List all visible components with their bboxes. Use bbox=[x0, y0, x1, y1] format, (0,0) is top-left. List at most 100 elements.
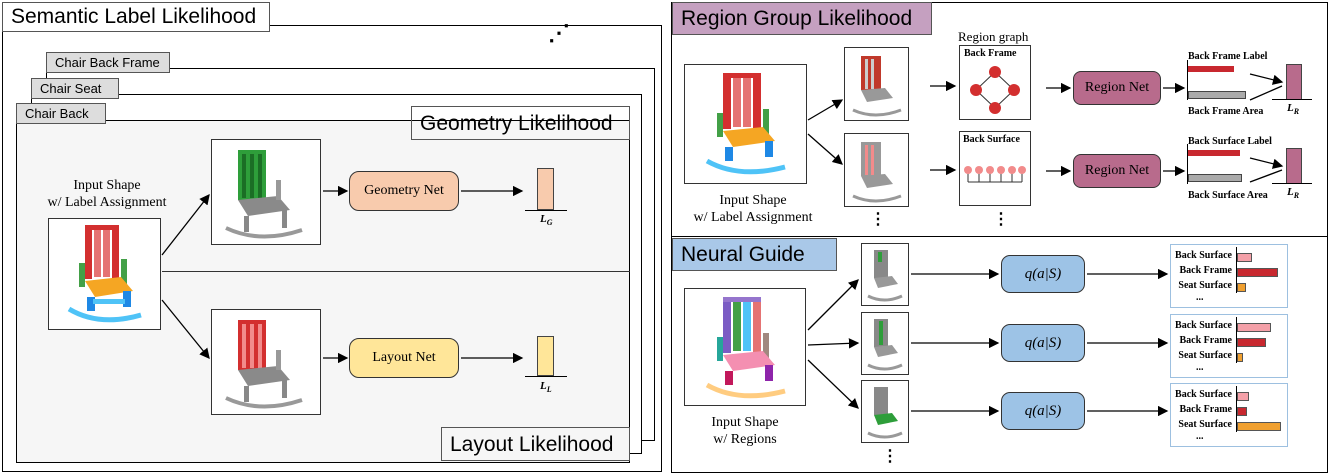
prob-label: Back Frame bbox=[1179, 265, 1233, 276]
lr-label-2-sub: R bbox=[1293, 191, 1300, 201]
guide-input-caption: Input Shape w/ Regions bbox=[690, 414, 800, 448]
prob-axis bbox=[1236, 317, 1237, 363]
region-net-node-1: Region Net bbox=[1073, 71, 1161, 105]
prob-bar bbox=[1237, 407, 1247, 416]
layout-chair-image bbox=[211, 309, 321, 415]
policy-node-1: q(a|S) bbox=[1001, 255, 1085, 293]
lr-baseline-1 bbox=[1272, 99, 1312, 100]
bar-axis-1 bbox=[1187, 60, 1188, 100]
lg-label-sub: G bbox=[546, 218, 553, 228]
region-input-caption-line1: Input Shape bbox=[719, 193, 787, 208]
back-surface-label-text: Back Surface Label bbox=[1188, 136, 1272, 147]
ll-label: LL bbox=[540, 380, 552, 394]
geometry-score-bar bbox=[537, 168, 554, 210]
chair-gray-small-icon-2 bbox=[867, 319, 903, 371]
guide-state-image-3 bbox=[861, 380, 909, 443]
region-back-frame-image bbox=[844, 47, 909, 121]
prob-bar bbox=[1237, 338, 1266, 347]
graph-surface-label: Back Surface bbox=[963, 134, 1020, 145]
back-frame-label-bar bbox=[1188, 66, 1234, 72]
chair-regions-icon bbox=[705, 297, 786, 399]
region-group-title: Region Group Likelihood bbox=[672, 2, 932, 35]
back-frame-area-text: Back Frame Area bbox=[1188, 106, 1264, 117]
graph-box-frame: Back Frame bbox=[959, 45, 1031, 120]
policy-node-2: q(a|S) bbox=[1001, 324, 1085, 362]
region-vdots-1: ⋮ bbox=[870, 211, 886, 228]
prob-bar bbox=[1237, 253, 1252, 262]
prob-axis bbox=[1236, 386, 1237, 432]
lr-bar-2 bbox=[1286, 148, 1302, 184]
region-input-caption-line2: w/ Label Assignment bbox=[693, 210, 813, 225]
geometry-net-node: Geometry Net bbox=[349, 171, 459, 211]
prob-bar bbox=[1237, 422, 1281, 431]
lr-bar-1 bbox=[1286, 64, 1302, 100]
input-caption-line2: w/ Label Assignment bbox=[47, 195, 167, 210]
neural-guide-title: Neural Guide bbox=[672, 238, 837, 271]
prob-label: Back Frame bbox=[1179, 404, 1233, 415]
tab-chair-seat[interactable]: Chair Seat bbox=[31, 78, 119, 99]
lr-label-2: LR bbox=[1287, 186, 1299, 200]
prob-bar bbox=[1237, 323, 1271, 332]
prob-label: Seat Surface bbox=[1178, 350, 1232, 361]
back-frame-label-text: Back Frame Label bbox=[1188, 51, 1268, 62]
prob-label: Back Surface bbox=[1175, 320, 1232, 331]
lg-label-main: L bbox=[540, 213, 547, 225]
graph-box-surface: Back Surface bbox=[959, 131, 1031, 206]
surface-graph-icon bbox=[964, 166, 1026, 183]
prob-bar bbox=[1237, 392, 1249, 401]
back-surface-label-bar bbox=[1188, 150, 1240, 156]
prob-label: Back Surface bbox=[1175, 389, 1232, 400]
prob-label: Seat Surface bbox=[1178, 280, 1232, 291]
policy-label-1: q(a|S) bbox=[1024, 265, 1062, 282]
tab-chair-back-frame[interactable]: Chair Back Frame bbox=[46, 52, 170, 73]
lr-label-1: LR bbox=[1287, 102, 1299, 116]
lr-label-2-main: L bbox=[1287, 186, 1294, 198]
layout-score-bar bbox=[537, 336, 554, 376]
divider-line bbox=[162, 271, 630, 272]
chair-gray-small-icon-1 bbox=[867, 250, 903, 302]
tab-chair-back[interactable]: Chair Back bbox=[16, 103, 106, 124]
bar-axis-2 bbox=[1187, 144, 1188, 184]
prob-more: ... bbox=[1196, 292, 1204, 303]
prob-label: Seat Surface bbox=[1178, 419, 1232, 430]
layout-likelihood-header: Layout Likelihood bbox=[441, 427, 630, 461]
back-surface-area-text: Back Surface Area bbox=[1188, 190, 1268, 201]
region-back-surface-image bbox=[844, 133, 909, 207]
guide-state-image-2 bbox=[861, 312, 909, 375]
guide-vdots: ⋮ bbox=[882, 448, 898, 465]
policy-label-2: q(a|S) bbox=[1024, 334, 1062, 351]
chair-colored-icon bbox=[67, 225, 142, 323]
input-caption-line1: Input Shape bbox=[73, 178, 141, 193]
prob-bar bbox=[1237, 268, 1278, 277]
prob-more: ... bbox=[1196, 362, 1204, 373]
guide-state-image-1 bbox=[861, 243, 909, 306]
guide-input-image bbox=[684, 288, 806, 406]
chair-gray-icon bbox=[852, 56, 902, 117]
chair-colored-icon-2 bbox=[705, 73, 786, 175]
guide-input-caption-line2: w/ Regions bbox=[713, 432, 777, 447]
input-caption: Input Shape w/ Label Assignment bbox=[42, 177, 172, 211]
geometry-likelihood-header: Geometry Likelihood bbox=[411, 106, 630, 140]
frame-graph-icon bbox=[970, 66, 1020, 114]
semantic-label-title: Semantic Label Likelihood bbox=[2, 2, 270, 32]
prob-box-3 bbox=[1170, 383, 1288, 447]
lr-baseline-2 bbox=[1272, 183, 1312, 184]
ll-label-sub: L bbox=[546, 385, 552, 395]
layout-net-node: Layout Net bbox=[349, 338, 459, 378]
policy-label-3: q(a|S) bbox=[1024, 402, 1062, 419]
chair-gray-icon-2 bbox=[852, 142, 902, 203]
geometry-chair-image bbox=[211, 139, 321, 245]
prob-label: Back Frame bbox=[1179, 335, 1233, 346]
layout-score-baseline bbox=[525, 376, 567, 377]
ll-label-main: L bbox=[540, 380, 547, 392]
back-frame-area-bar bbox=[1188, 91, 1246, 99]
guide-input-caption-line1: Input Shape bbox=[711, 415, 779, 430]
region-graph-label: Region graph bbox=[958, 29, 1029, 44]
region-input-image bbox=[684, 64, 807, 184]
input-shape-image bbox=[48, 218, 161, 330]
graph-frame-label: Back Frame bbox=[964, 48, 1017, 59]
prob-axis bbox=[1236, 247, 1237, 293]
prob-label: Back Surface bbox=[1175, 250, 1232, 261]
lg-label: LG bbox=[540, 213, 553, 227]
prob-bar bbox=[1237, 353, 1243, 362]
